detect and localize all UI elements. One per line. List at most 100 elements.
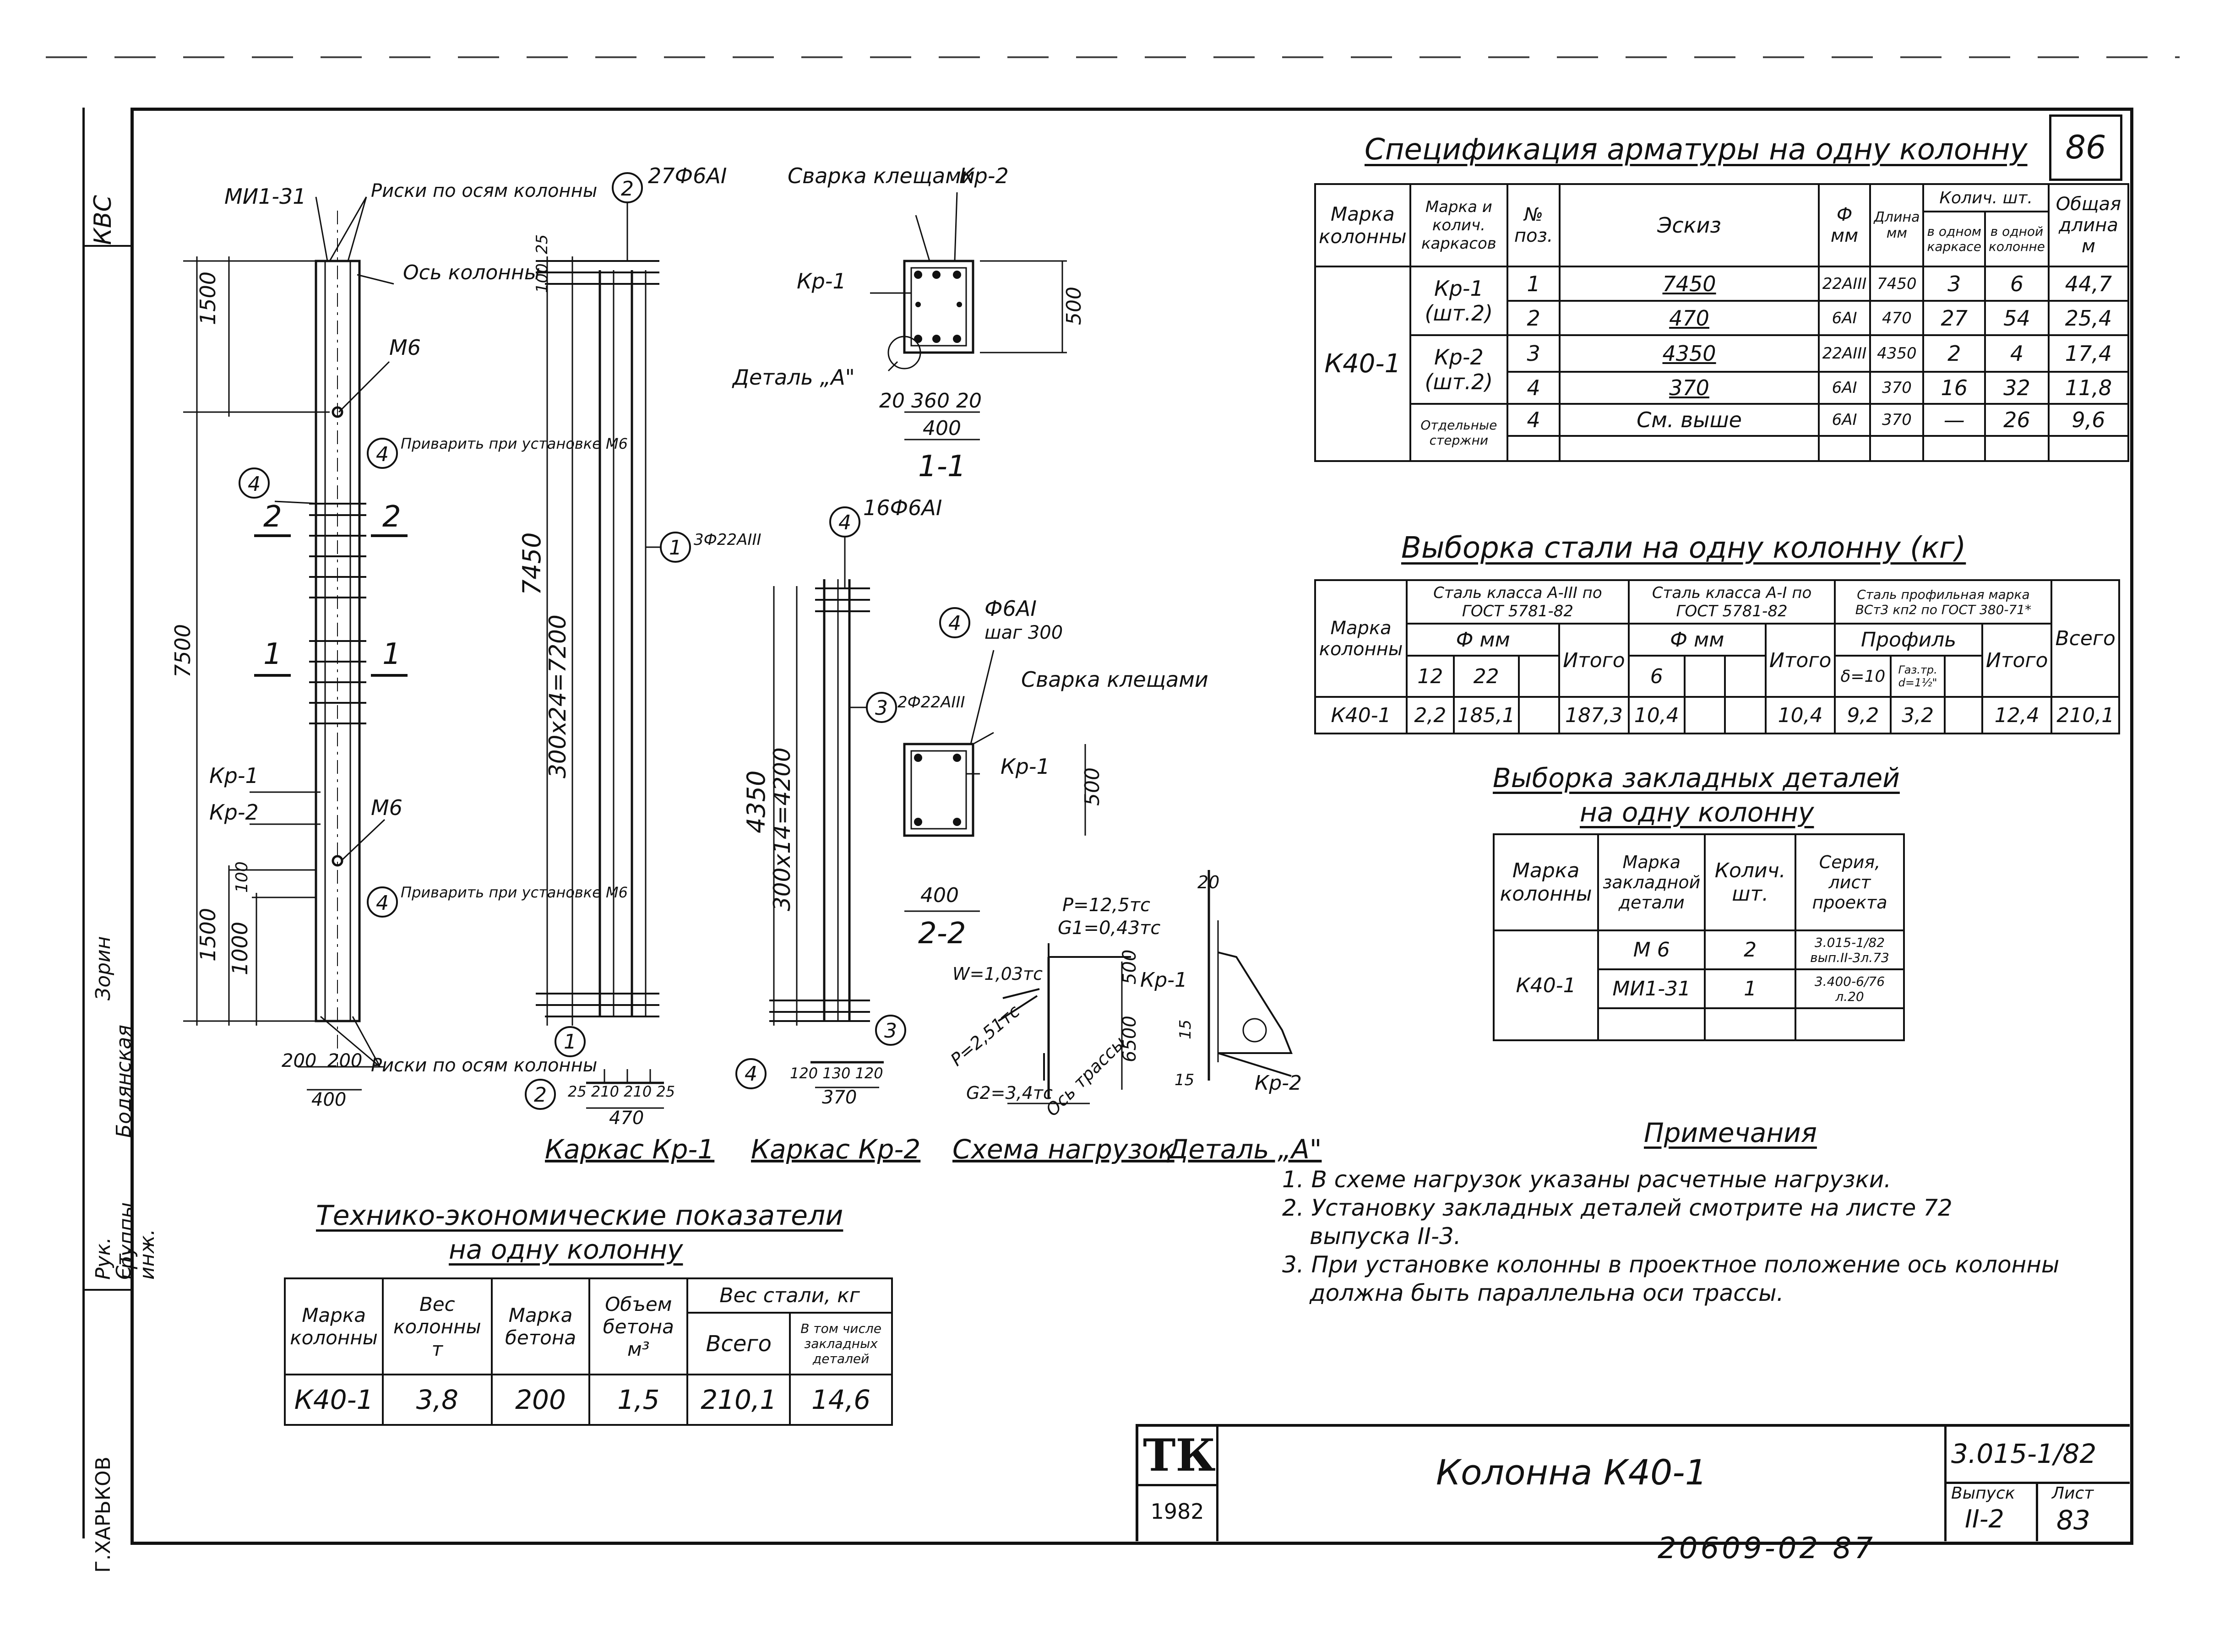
tep-h-all: Всего [686, 1312, 791, 1375]
spec-n1: 2 [1922, 334, 1986, 373]
tep-title2: на одну колонну [449, 1234, 683, 1265]
spec-sketch: 4350 [1559, 334, 1820, 373]
load-w: W=1,03тс [952, 964, 1043, 984]
sec11-w: 400 [923, 417, 961, 440]
steel-h-total3: Итого [1981, 623, 2053, 698]
load-scheme [997, 943, 1131, 1104]
stamp-logo: ТК [1143, 1429, 1216, 1481]
spec-len: 370 [1869, 371, 1925, 405]
spec-phi: 22АIII [1817, 334, 1871, 373]
spec-h-mark: Марка колонны [1314, 183, 1411, 267]
pos1-b: 1 [564, 1030, 577, 1054]
section-1-1 [870, 192, 1067, 440]
tep-volume: 1,5 [588, 1374, 689, 1426]
load-p: Р=12,5тс [1062, 895, 1150, 916]
steel-t3: 12,4 [1981, 696, 2053, 734]
stamp-issue: II-2 [1965, 1505, 2004, 1533]
pos4-b: 4 [376, 443, 389, 466]
sec11-kp2: Кр-2 [959, 163, 1009, 188]
spec-row: 4 370 6АI 370 16 32 11,8 [1315, 371, 2130, 405]
axis-marks-bottom: Риски по осям колонны [371, 1055, 597, 1076]
pos4-a: 4 [248, 473, 261, 496]
tep-h-incl: В том числе закладных деталей [789, 1312, 893, 1375]
cap-load: Схема нагрузок [952, 1134, 1175, 1165]
tep-h-volume: Объем бетона м³ [588, 1277, 689, 1375]
load-6500: 6500 [1119, 1016, 1140, 1062]
embedded-title1: Выборка закладных деталей [1493, 762, 1900, 793]
dim-200a: 200 [282, 1050, 316, 1071]
spec-sketch: См. выше [1559, 403, 1820, 437]
pos2-b: 2 [534, 1083, 547, 1107]
steel-h-pipe: Газ.тр. d=1½" [1890, 655, 1946, 698]
spec-len: 370 [1869, 403, 1925, 437]
frame-kp2 [735, 506, 906, 1089]
steel-t2: 10,4 [1764, 696, 1836, 734]
spec-pos: 1 [1507, 266, 1561, 302]
kp2-len: 4350 [742, 771, 771, 833]
embedded-table: Марка колонны Марка закладной детали Кол… [1492, 833, 1905, 1041]
steel-h-phi-a1: Ф мм [1627, 623, 1767, 657]
sec22-weld: Сварка клещами [1021, 667, 1208, 692]
spec-frame: Кр-1 (шт.2) [1409, 266, 1509, 336]
tep-mark: К40-1 [283, 1374, 384, 1426]
section-2-2 [903, 650, 1086, 912]
stamp-series: 3.015-1/82 [1951, 1438, 2097, 1469]
dim-200b: 200 [327, 1050, 362, 1071]
steel-h-mark: Марка колонны [1314, 579, 1408, 698]
steel-v12: 2,2 [1406, 696, 1455, 734]
pos2: 2 [621, 177, 634, 201]
axis-col: Ось колонны [403, 261, 540, 284]
spec-total: 25,4 [2047, 300, 2130, 336]
kp1-width: 470 [609, 1108, 644, 1129]
embedded-series: 3.015-1/82 вып.II-3л.73 [1795, 929, 1905, 970]
title-stamp: ТК 1982 Колонна К40-1 3.015-1/82 Выпуск … [1136, 1424, 2130, 1541]
spec-h-len: Длина мм [1869, 183, 1925, 267]
embedded-row: МИ1-31 1 3.400-6/76 л.20 [1494, 968, 1905, 1009]
kp2-width: 370 [822, 1087, 857, 1108]
spec-h-qty-frame: в одном каркасе [1922, 211, 1986, 267]
spec-h-total: Общая длина м [2047, 183, 2130, 267]
embedded-row: К40-1 М 6 2 3.015-1/82 вып.II-3л.73 [1492, 929, 1905, 1041]
steel-v22: 185,1 [1452, 696, 1520, 734]
spec-h-qty-col: в одной колонне [1984, 211, 2050, 267]
sec11-dims: 20 360 20 [879, 389, 982, 413]
sec22-h: 500 [1081, 767, 1104, 806]
steel-d10: 9,2 [1834, 696, 1892, 734]
steel-h-d10: δ=10 [1834, 655, 1892, 698]
spec-h-phi: Ф мм [1817, 183, 1871, 267]
steel-mark: К40-1 [1314, 696, 1408, 734]
embedded-col-mark: К40-1 [1492, 929, 1599, 1041]
spec-n2: 6 [1984, 266, 2050, 302]
sec11-kp1: Кр-1 [797, 269, 846, 293]
embedded-qty: 1 [1704, 968, 1796, 1009]
note-3b: должна быть параллельна оси трассы. [1310, 1280, 1784, 1306]
load-500: 500 [1119, 950, 1140, 984]
spec-n2: 32 [1984, 371, 2050, 405]
spec-len: 4350 [1869, 334, 1925, 373]
top-dashed-rule [46, 56, 2180, 58]
det-20: 20 [1197, 872, 1219, 892]
sec1-left: 1 [263, 637, 282, 671]
sec11-detail: Деталь „А" [732, 365, 855, 390]
weld-note-bottom: Приварить при установке М6 [401, 884, 628, 901]
tep-concrete: 200 [490, 1374, 591, 1426]
sec22-title: 2-2 [918, 917, 966, 951]
spec-n2: 26 [1984, 403, 2050, 437]
cap-kp1: Каркас Кр-1 [545, 1134, 714, 1165]
tep-h-steel: Вес стали, кг [686, 1277, 893, 1314]
steel-table: Марка колонны Сталь класса А-III по ГОСТ… [1314, 579, 2120, 734]
kp1-main-bar: 3Ф22АIII [694, 531, 761, 549]
tep-weight: 3,8 [382, 1374, 493, 1426]
tep-h-weight: Вес колонны т [382, 1277, 493, 1375]
kp1-spacing: 300х24=7200 [544, 614, 571, 778]
tep-all: 210,1 [686, 1374, 791, 1426]
spec-total: 44,7 [2047, 266, 2130, 302]
embedded-h-series: Серия, лист проекта [1795, 833, 1905, 931]
spec-row: Отдельные стержни 4 См. выше 6АI 370 — 2… [1315, 403, 2130, 462]
sec1-right: 1 [382, 637, 401, 671]
steel-h-12: 12 [1406, 655, 1455, 698]
spec-pos: 4 [1507, 371, 1561, 405]
dim-7500: 7500 [170, 624, 195, 678]
m6-bottom: М6 [371, 795, 402, 820]
notes-title: Примечания [1644, 1117, 1817, 1148]
